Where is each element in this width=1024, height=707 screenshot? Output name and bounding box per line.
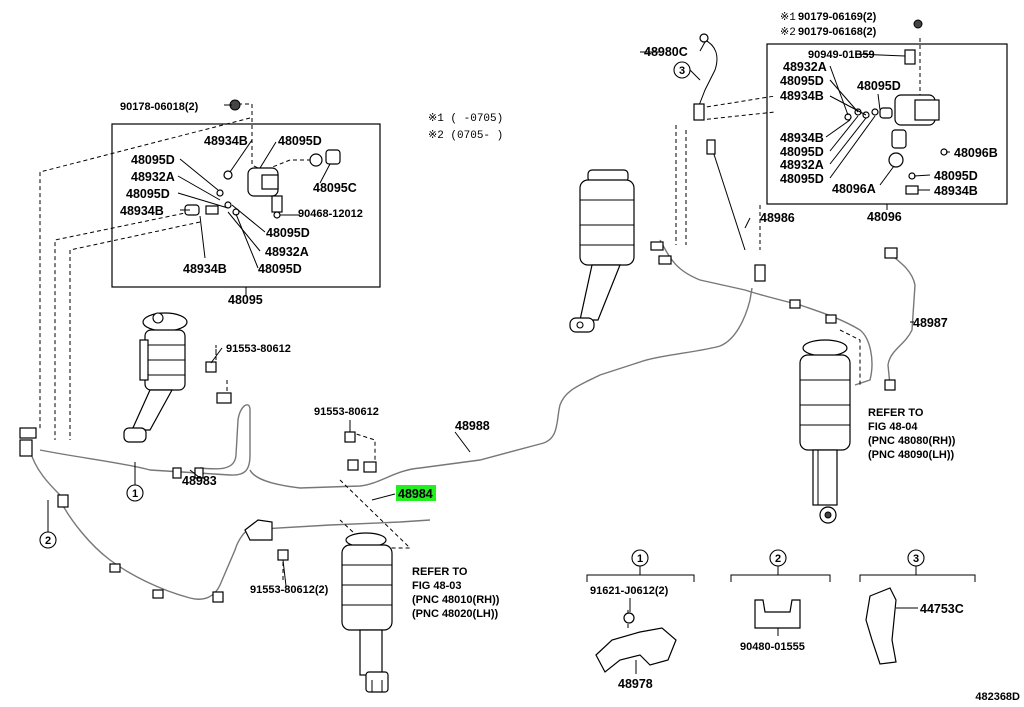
label-48934B-r3: 48934B (934, 184, 978, 198)
label-90949: 90949-01B59 (808, 49, 875, 61)
callout-circles: 3 1 2 1 2 3 (39, 61, 925, 575)
label-48986: 48986 (760, 211, 795, 225)
callout-2-bottom: 2 (775, 553, 781, 565)
callout-3-bottom: 3 (913, 553, 919, 565)
air-suspension-front-right (341, 532, 393, 693)
note-top1-mark: ※1 (780, 12, 796, 24)
label-48978: 48978 (618, 677, 653, 691)
bracket-3 (859, 574, 976, 582)
label-48932A-l1: 48932A (131, 170, 175, 184)
label-48988: 48988 (455, 419, 490, 433)
ref-right-4: (PNC 48090(LH)) (868, 449, 955, 461)
label-48932A-r2: 48932A (780, 158, 824, 172)
note-top2-part: 90179-06168(2) (798, 26, 877, 38)
label-48980C: 48980C (644, 45, 688, 59)
label-90178: 90178-06018(2) (120, 101, 199, 113)
label-48934B-l1: 48934B (204, 134, 248, 148)
leader-lines (177, 41, 950, 674)
callout-3-top: 3 (679, 65, 685, 77)
ref-right-1: REFER TO (868, 407, 924, 419)
label-48934B-l3: 48934B (183, 262, 227, 276)
label-48095D-l3: 48095D (126, 187, 170, 201)
legend-2: ※2 (0705- ) (428, 130, 503, 142)
part-labels: ※1 90179-06169(2) ※2 90179-06168(2) ※1 (… (120, 11, 1020, 703)
note-top1-part: 90179-06169(2) (798, 11, 877, 23)
bracket-1 (586, 574, 695, 582)
label-90480: 90480-01555 (740, 641, 805, 653)
label-48932A-r1: 48932A (783, 60, 827, 74)
label-48095D-l2: 48095D (131, 153, 175, 167)
label-48095D-l1: 48095D (278, 134, 322, 148)
bracket-48978 (595, 627, 677, 673)
small-parts (19, 19, 948, 673)
label-48095D-r5: 48095D (934, 169, 978, 183)
ref-left-2: FIG 48-03 (412, 580, 462, 592)
label-48984: 48984 (398, 487, 433, 501)
label-48095D-r3: 48095D (780, 145, 824, 159)
label-48983: 48983 (182, 474, 217, 488)
label-90468: 90468-12012 (298, 208, 363, 220)
label-48096A: 48096A (832, 182, 876, 196)
label-48095D-r4: 48095D (780, 172, 824, 186)
air-suspension-rear-right (799, 339, 851, 524)
label-48095: 48095 (228, 293, 263, 307)
highlight-48984 (396, 485, 436, 501)
callout-2-left: 2 (45, 535, 51, 547)
ref-left-4: (PNC 48020(LH)) (412, 608, 499, 620)
ref-left-3: (PNC 48010(RH)) (412, 594, 500, 606)
label-91553-b: 91553-80612 (314, 406, 379, 418)
label-48934B-l2: 48934B (120, 204, 164, 218)
label-48096B: 48096B (954, 146, 998, 160)
ref-right-3: (PNC 48080(RH)) (868, 435, 956, 447)
air-suspension-rear-left (569, 169, 635, 333)
bracket-2 (730, 574, 831, 582)
label-91553-c: 91553-80612(2) (250, 584, 329, 596)
label-44753C: 44753C (920, 602, 964, 616)
label-48095D-r2: 48095D (857, 79, 901, 93)
clip-90480 (754, 599, 801, 629)
callout-1-bottom: 1 (637, 553, 643, 565)
label-48095C: 48095C (313, 181, 357, 195)
label-48987: 48987 (913, 316, 948, 330)
part-44753C (865, 587, 897, 665)
air-suspension-front-left (123, 312, 188, 443)
label-48932A-l2: 48932A (265, 245, 309, 259)
label-48096: 48096 (867, 210, 902, 224)
label-91621: 91621-J0612(2) (590, 585, 669, 597)
legend-1: ※1 ( -0705) (428, 113, 503, 125)
label-48095D-r1: 48095D (780, 74, 824, 88)
note-top2-mark: ※2 (780, 27, 796, 39)
label-91553-a: 91553-80612 (226, 343, 291, 355)
figure-id: 482368D (975, 691, 1020, 703)
ref-left-1: REFER TO (412, 566, 468, 578)
label-48934B-r1: 48934B (780, 89, 824, 103)
label-48934B-r2: 48934B (780, 131, 824, 145)
label-48095D-l5: 48095D (258, 262, 302, 276)
ref-right-2: FIG 48-04 (868, 421, 918, 433)
callout-1-left: 1 (132, 488, 138, 500)
label-48095D-l4: 48095D (266, 226, 310, 240)
